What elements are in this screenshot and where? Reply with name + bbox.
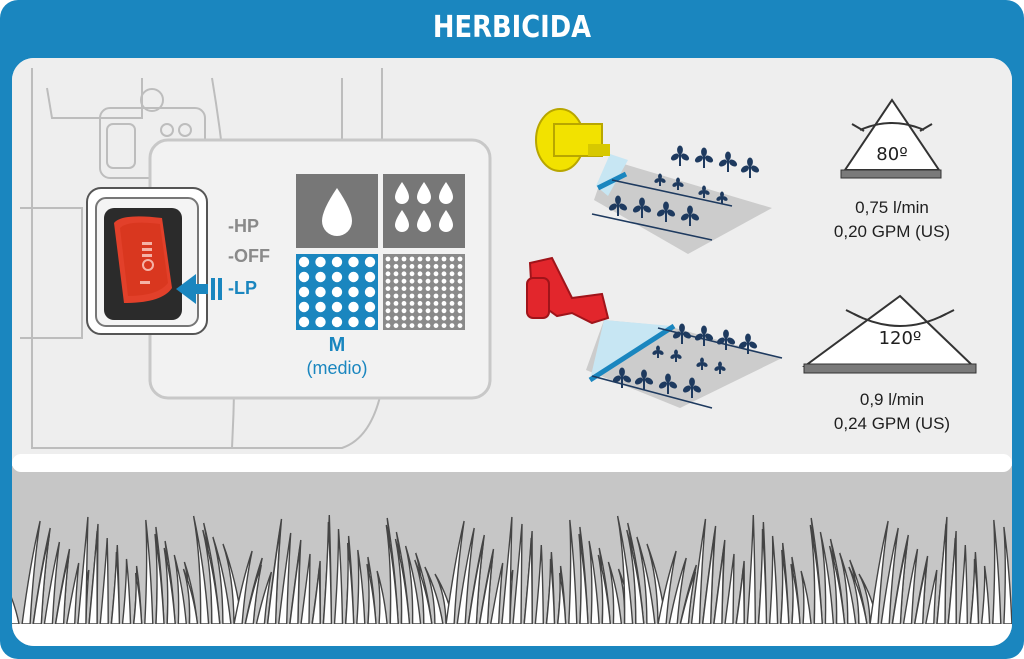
mode-off: -OFF [228, 246, 270, 266]
medium-dots-icon [298, 256, 376, 328]
arrow-left-icon [176, 274, 222, 304]
yellow-nozzle-icon [535, 108, 772, 254]
flow-gpm-yellow: 0,20 GPM (US) [833, 222, 951, 241]
flow-gpm-red: 0,24 GPM (US) [833, 414, 951, 433]
angle-80-label: 80º [876, 144, 908, 165]
flow-lmin-yellow: 0,75 l/min [855, 198, 929, 217]
red-nozzle-icon [526, 256, 782, 408]
spray-angle-120-icon [801, 294, 977, 374]
droplet-size-grid [296, 174, 465, 330]
illustration-panel: -HP -OFF -LP M (medio) 80º 0,75 l/min 0,… [12, 58, 1012, 646]
fine-dots-icon [385, 256, 463, 328]
rocker-switch [86, 187, 208, 335]
page-title: HERBICIDA [432, 10, 592, 45]
small-droplets-icon [395, 182, 453, 232]
mode-lp: -LP [228, 278, 257, 298]
illustration-svg [12, 58, 1012, 646]
large-droplet-icon [322, 188, 352, 236]
angle-120-label: 120º [878, 328, 922, 349]
plant-rows-icon [591, 145, 783, 409]
spray-angle-80-icon [840, 98, 942, 179]
droplet-size-label: (medio) [306, 358, 368, 378]
grass-icon [12, 514, 1012, 646]
droplet-size-letter: M [328, 334, 346, 356]
flow-lmin-red: 0,9 l/min [859, 390, 925, 409]
mode-hp: -HP [228, 216, 259, 236]
